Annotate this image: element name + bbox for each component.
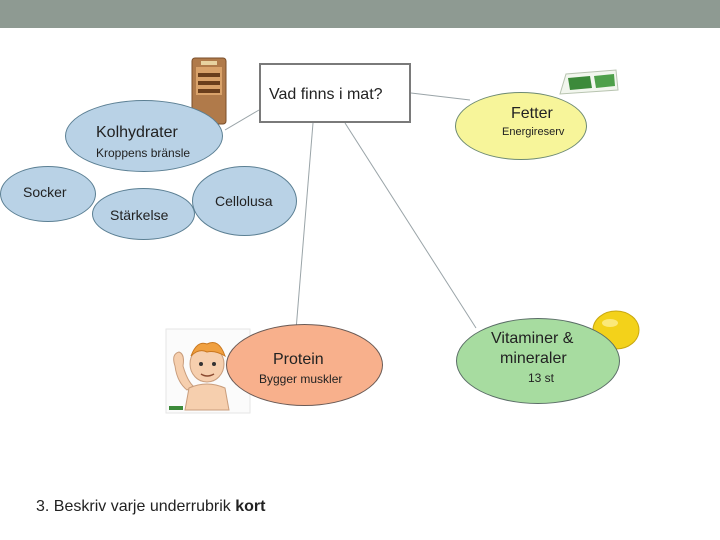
- center-topic-box: Vad finns i mat?: [259, 63, 411, 123]
- connector-center-vitaminer: [344, 122, 477, 329]
- vitaminer-title-line2: mineraler: [500, 350, 567, 367]
- instruction-bold: kort: [235, 498, 266, 515]
- kolhydrater-title: Kolhydrater: [96, 124, 178, 141]
- cellolusa-node: [192, 166, 297, 236]
- socker-node: [0, 166, 96, 222]
- charcoal-bag-image: [189, 55, 229, 127]
- instruction-prefix: 3. Beskriv varje underrubrik: [36, 498, 236, 515]
- socker-title: Socker: [23, 184, 67, 200]
- vitaminer-subtitle: 13 st: [528, 371, 555, 385]
- kolhydrater-node: [65, 100, 223, 172]
- center-topic-title: Vad finns i mat?: [269, 86, 383, 103]
- protein-title: Protein: [273, 351, 324, 368]
- top-bar: [0, 0, 720, 28]
- fetter-node: [455, 92, 587, 160]
- connector-center-fetter: [410, 92, 471, 101]
- protein-subtitle: Bygger muskler: [259, 372, 343, 386]
- connector-center-kolhydrater: [224, 109, 260, 131]
- protein-node: [226, 324, 383, 406]
- starkelse-node: [92, 188, 195, 240]
- instruction-text: 3. Beskriv varje underrubrik kort: [36, 498, 265, 516]
- kolhydrater-subtitle: Kroppens bränsle: [96, 146, 191, 160]
- butter-package-image: [556, 68, 620, 106]
- vitaminer-node: [456, 318, 620, 404]
- cellolusa-title: Cellolusa: [215, 193, 273, 209]
- fetter-subtitle: Energireserv: [502, 126, 565, 138]
- connector-center-protein: [295, 122, 314, 331]
- fetter-title: Fetter: [511, 105, 553, 122]
- vitaminer-title-line1: Vitaminer &: [491, 330, 574, 347]
- starkelse-title: Stärkelse: [110, 207, 169, 223]
